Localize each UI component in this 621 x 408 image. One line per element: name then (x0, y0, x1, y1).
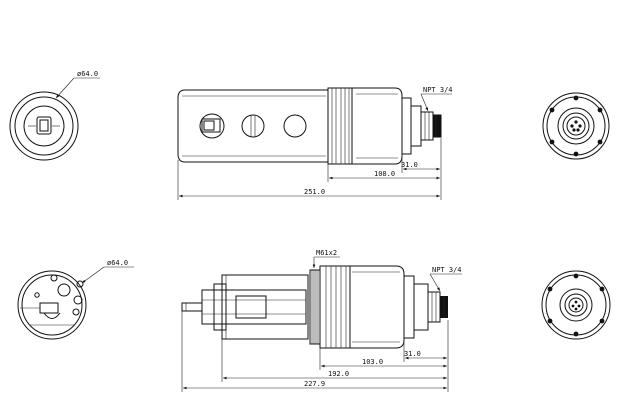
bottom-dim-31-label: 31.0 (404, 350, 421, 358)
bottom-right-end-view (541, 270, 611, 340)
bottom-main-view (181, 265, 448, 349)
bottom-dim-227-label: 227.9 (304, 380, 325, 388)
bottom-dim-103: 103.0 (319, 348, 447, 370)
bottom-dim-192: 192.0 (221, 339, 447, 382)
bottom-npt-callout: NPT 3/4 (429, 266, 462, 292)
bottom-left-end-view (17, 270, 87, 340)
bottom-dim-103-label: 103.0 (362, 358, 383, 366)
top-diameter-label: ø64.0 (77, 70, 98, 78)
top-left-end-view (9, 91, 79, 161)
top-diameter-callout: ø64.0 (55, 70, 100, 99)
bottom-dim-192-label: 192.0 (328, 370, 349, 378)
top-npt-callout: NPT 3/4 (420, 86, 453, 112)
top-dim-31: 31.0 (401, 138, 442, 200)
top-dim-251: 251.0 (177, 160, 440, 200)
bottom-dim-31: 31.0 (403, 320, 449, 392)
top-dim-31-label: 31.0 (401, 161, 418, 169)
bottom-m61-label: M61x2 (316, 249, 337, 257)
top-dim-108-label: 108.0 (374, 170, 395, 178)
top-right-end-view (542, 92, 610, 160)
bottom-diameter-label: ø64.0 (107, 259, 128, 267)
top-npt-label: NPT 3/4 (423, 86, 453, 94)
bottom-dim-227: 227.9 (181, 311, 447, 392)
bottom-npt-label: NPT 3/4 (432, 266, 462, 274)
top-dim-108: 108.0 (327, 164, 440, 182)
bottom-m61-callout: M61x2 (312, 249, 340, 268)
top-main-view (177, 87, 442, 165)
bottom-diameter-callout: ø64.0 (81, 259, 134, 284)
top-dim-251-label: 251.0 (304, 188, 325, 196)
